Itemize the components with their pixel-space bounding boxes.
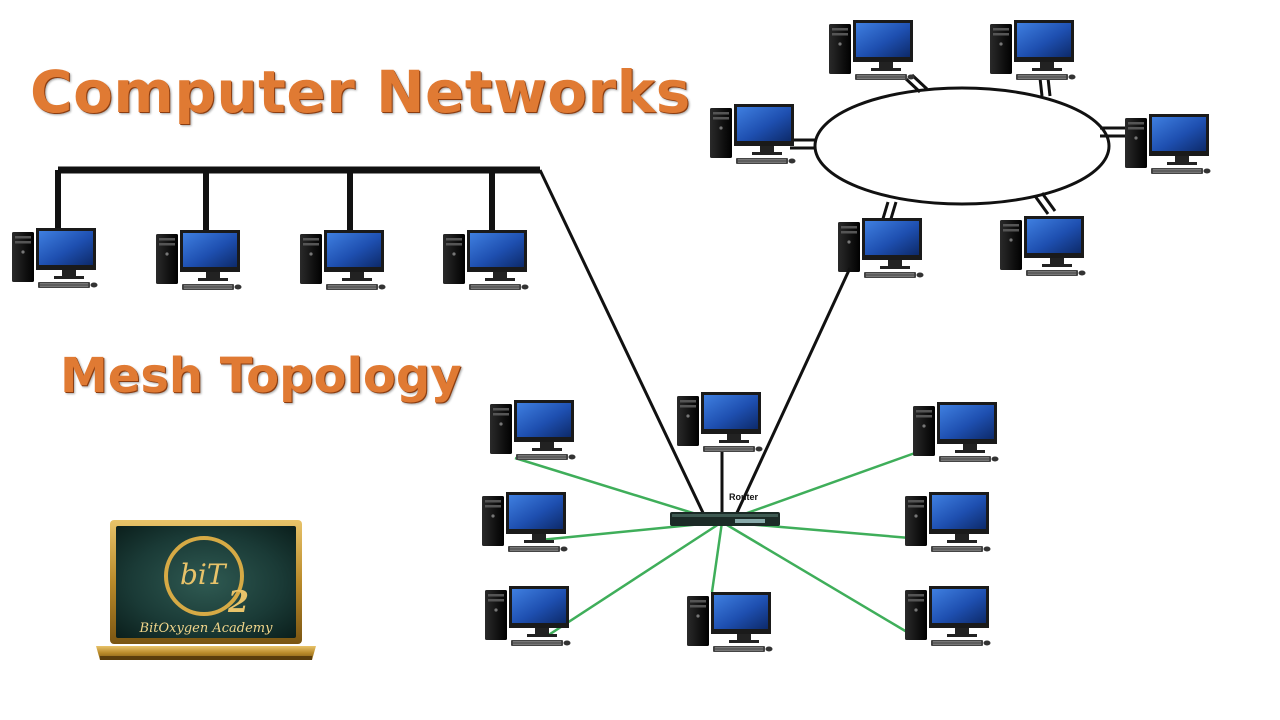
bus-to-router-cable xyxy=(538,169,707,518)
logo-academy-name: BitOxygen Academy xyxy=(139,621,274,636)
router-icon xyxy=(670,512,780,526)
logo-mark-subscript: 2 xyxy=(227,585,249,620)
desktop-computer-icon xyxy=(156,230,242,290)
desktop-computer-icon xyxy=(482,492,568,552)
desktop-computer-icon xyxy=(1125,114,1211,174)
desktop-computer-icon xyxy=(905,492,991,552)
ring-cable xyxy=(813,86,1111,206)
desktop-computer-icon xyxy=(829,20,915,80)
desktop-computer-icon xyxy=(300,230,386,290)
sub-title: Mesh Topology xyxy=(60,348,462,404)
router-label: Router xyxy=(729,492,758,502)
desktop-computer-icon xyxy=(710,104,796,164)
ring-topology xyxy=(710,20,1211,278)
laptop-logo-icon: biT 2 BitOxygen Academy xyxy=(96,520,316,660)
desktop-computer-icon xyxy=(990,20,1076,80)
desktop-computer-icon xyxy=(443,230,529,290)
desktop-computer-icon xyxy=(905,586,991,646)
desktop-computer-icon xyxy=(1000,216,1086,276)
desktop-computer-icon xyxy=(677,392,763,452)
desktop-computer-icon xyxy=(490,400,576,460)
desktop-computer-icon xyxy=(12,228,98,288)
ring-to-router-cable xyxy=(733,267,852,518)
desktop-computer-icon xyxy=(687,592,773,652)
desktop-computer-icon xyxy=(913,402,999,462)
main-title: Computer Networks xyxy=(30,58,691,126)
bus-topology xyxy=(12,166,540,290)
logo-mark: biT xyxy=(180,558,228,591)
desktop-computer-icon xyxy=(485,586,571,646)
